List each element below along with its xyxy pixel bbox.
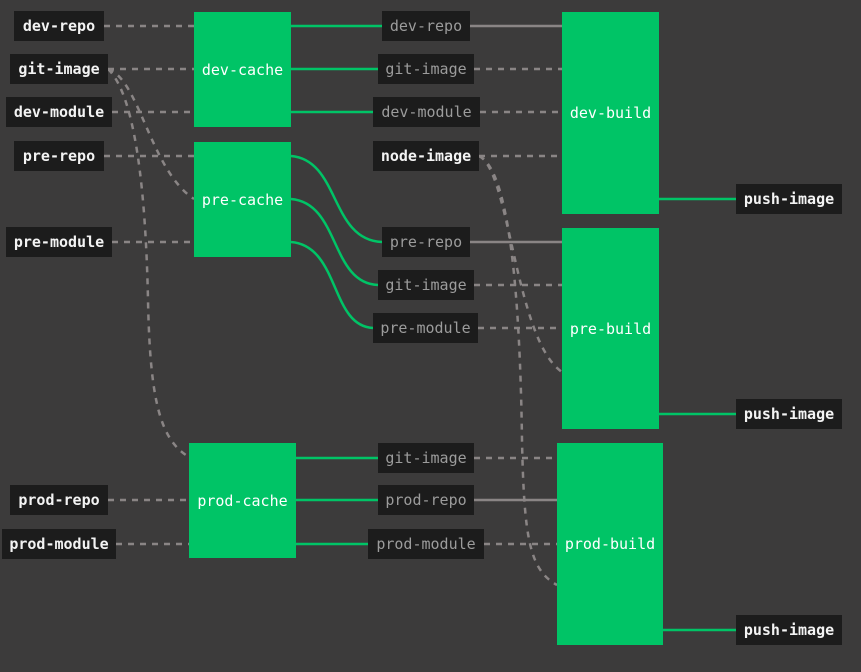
artifact-prod-repo[interactable]: prod-repo bbox=[378, 485, 474, 515]
source-prod-repo[interactable]: prod-repo bbox=[10, 485, 108, 515]
edge-node-image-to-prod-build bbox=[478, 154, 558, 587]
node-prod-cache[interactable]: prod-cache bbox=[189, 443, 296, 558]
output-pre-push-image[interactable]: push-image bbox=[736, 399, 842, 429]
source-dev-module[interactable]: dev-module bbox=[6, 97, 112, 127]
artifact-dev-module[interactable]: dev-module bbox=[373, 97, 480, 127]
source-pre-module[interactable]: pre-module bbox=[6, 227, 112, 257]
artifact-node-image[interactable]: node-image bbox=[373, 141, 479, 171]
artifact-pre-module[interactable]: pre-module bbox=[373, 313, 478, 343]
edge-pre-cache-to-pre-module bbox=[290, 240, 374, 330]
edge-pre-cache-to-git-image bbox=[290, 197, 379, 287]
source-pre-repo[interactable]: pre-repo bbox=[14, 141, 104, 171]
edge-git-image-to-prod-cache bbox=[107, 68, 190, 459]
artifact-pre-repo[interactable]: pre-repo bbox=[382, 227, 470, 257]
edge-git-image-to-pre-cache bbox=[107, 67, 195, 201]
output-prod-push-image[interactable]: push-image bbox=[736, 615, 842, 645]
node-pre-build[interactable]: pre-build bbox=[562, 228, 659, 429]
node-prod-build[interactable]: prod-build bbox=[557, 443, 663, 645]
node-pre-cache[interactable]: pre-cache bbox=[194, 142, 291, 257]
source-git-image[interactable]: git-image bbox=[10, 54, 108, 84]
node-dev-cache[interactable]: dev-cache bbox=[194, 12, 291, 127]
artifact-prod-module[interactable]: prod-module bbox=[368, 529, 484, 559]
edge-node-image-to-pre-build bbox=[478, 154, 563, 374]
artifact-pre-git-image[interactable]: git-image bbox=[378, 270, 474, 300]
source-dev-repo[interactable]: dev-repo bbox=[14, 11, 104, 41]
artifact-dev-git-image[interactable]: git-image bbox=[378, 54, 474, 84]
output-dev-push-image[interactable]: push-image bbox=[736, 184, 842, 214]
artifact-dev-repo[interactable]: dev-repo bbox=[382, 11, 470, 41]
source-prod-module[interactable]: prod-module bbox=[2, 529, 116, 559]
edge-pre-cache-to-pre-repo bbox=[290, 154, 383, 244]
artifact-prod-git-image[interactable]: git-image bbox=[378, 443, 474, 473]
node-dev-build[interactable]: dev-build bbox=[562, 12, 659, 214]
